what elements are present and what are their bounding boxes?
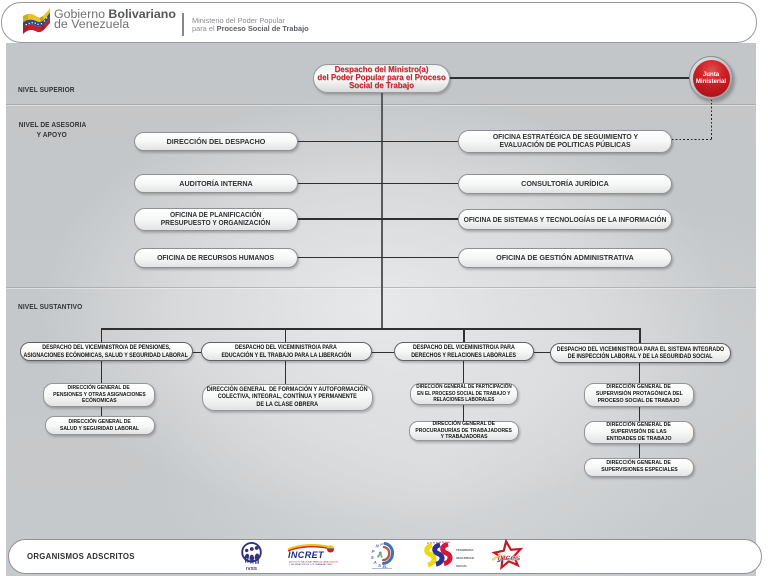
svg-text:P: P (380, 543, 383, 547)
svg-text:S: S (378, 563, 382, 568)
svg-text:IVSS: IVSS (246, 566, 258, 572)
svg-text:S: S (371, 555, 375, 560)
svg-text:TESORERIA: TESORERIA (456, 548, 474, 552)
svg-text:N: N (376, 544, 380, 549)
svg-text:Y RECREACIÓN DE LOS TRABAJADOR: Y RECREACIÓN DE LOS TRABAJADORES (289, 563, 333, 566)
svg-text:INSTITUTO NACIONAL PARA LA CAP: INSTITUTO NACIONAL PARA LA CAPACITACIÓN (289, 560, 338, 563)
svg-text:SEGURIDAD: SEGURIDAD (456, 556, 475, 560)
svg-text:inces: inces (498, 553, 521, 563)
svg-text:INCRET: INCRET (288, 550, 325, 560)
svg-text:EL: EL (383, 564, 389, 569)
svg-text:P: P (372, 549, 376, 554)
svg-text:SOCIAL: SOCIAL (456, 564, 468, 568)
svg-text:A: A (373, 560, 377, 565)
